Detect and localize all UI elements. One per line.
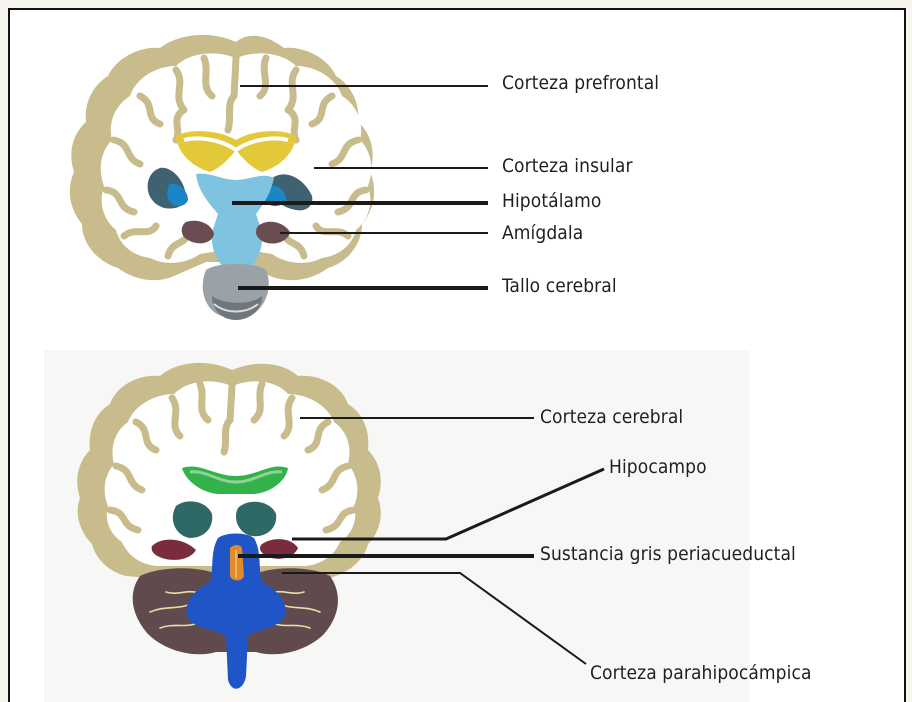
label-sustancia-gris-periacueductal: Sustancia gris periacueductal xyxy=(540,543,796,565)
bottom-pag xyxy=(230,545,244,581)
label-corteza-insular: Corteza insular xyxy=(502,155,633,177)
bottom-brain xyxy=(77,363,381,689)
label-tallo-cerebral: Tallo cerebral xyxy=(502,275,617,297)
label-hipotalamo: Hipotálamo xyxy=(502,190,601,212)
top-brain xyxy=(70,35,374,320)
label-amigdala: Amígdala xyxy=(502,222,583,244)
label-corteza-parahipocampica: Corteza parahipocámpica xyxy=(590,662,812,684)
label-corteza-prefrontal: Corteza prefrontal xyxy=(502,72,659,94)
label-corteza-cerebral: Corteza cerebral xyxy=(540,406,683,428)
label-hipocampo: Hipocampo xyxy=(609,456,707,478)
